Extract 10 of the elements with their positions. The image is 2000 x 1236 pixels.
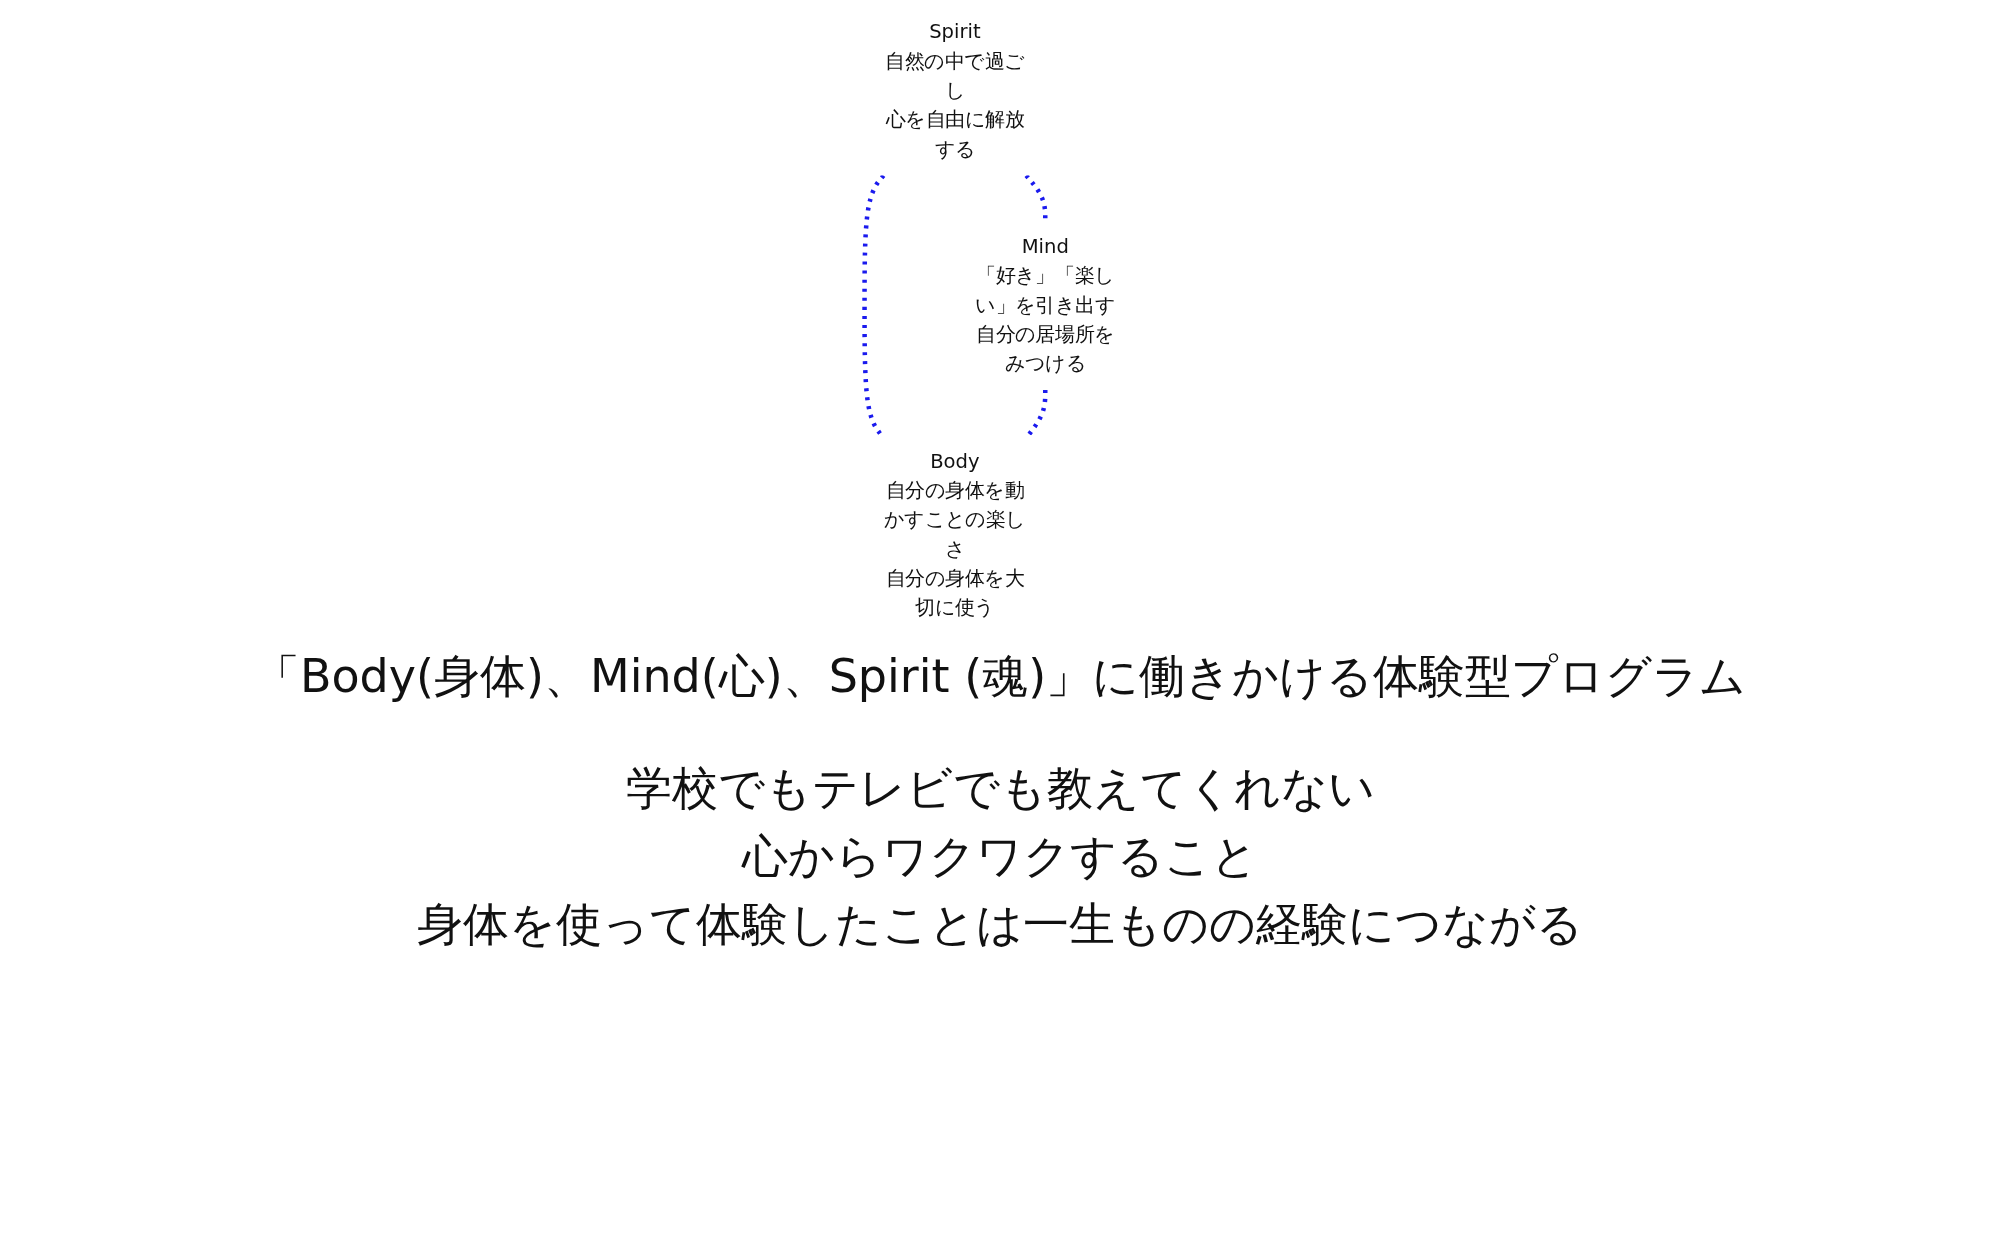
caption-text: 学校でもテレビでも教えてくれない: [624, 760, 1376, 817]
connector: [1026, 390, 1048, 437]
node-text: Body 自分の身体を動かすことの楽しさ 自分の身体を大切に使う: [884, 449, 1026, 619]
connector: [1024, 174, 1048, 221]
caption-text: 身体を使って体験したことは一生ものの経験につながる: [416, 896, 1584, 953]
caption-text: 「Body(身体)、Mind(心)、Spirit (魂)」に働きかける体験型プログラム: [253, 648, 1747, 705]
caption-text: 心からワクワクすること: [740, 828, 1259, 885]
connector: [862, 174, 886, 437]
node-text: Spirit 自然の中で過ごし 心を自由に解放する: [885, 20, 1025, 161]
node-text: Mind 「好き」「楽しい」を引き出す 自分の居場所をみつける: [975, 234, 1116, 375]
